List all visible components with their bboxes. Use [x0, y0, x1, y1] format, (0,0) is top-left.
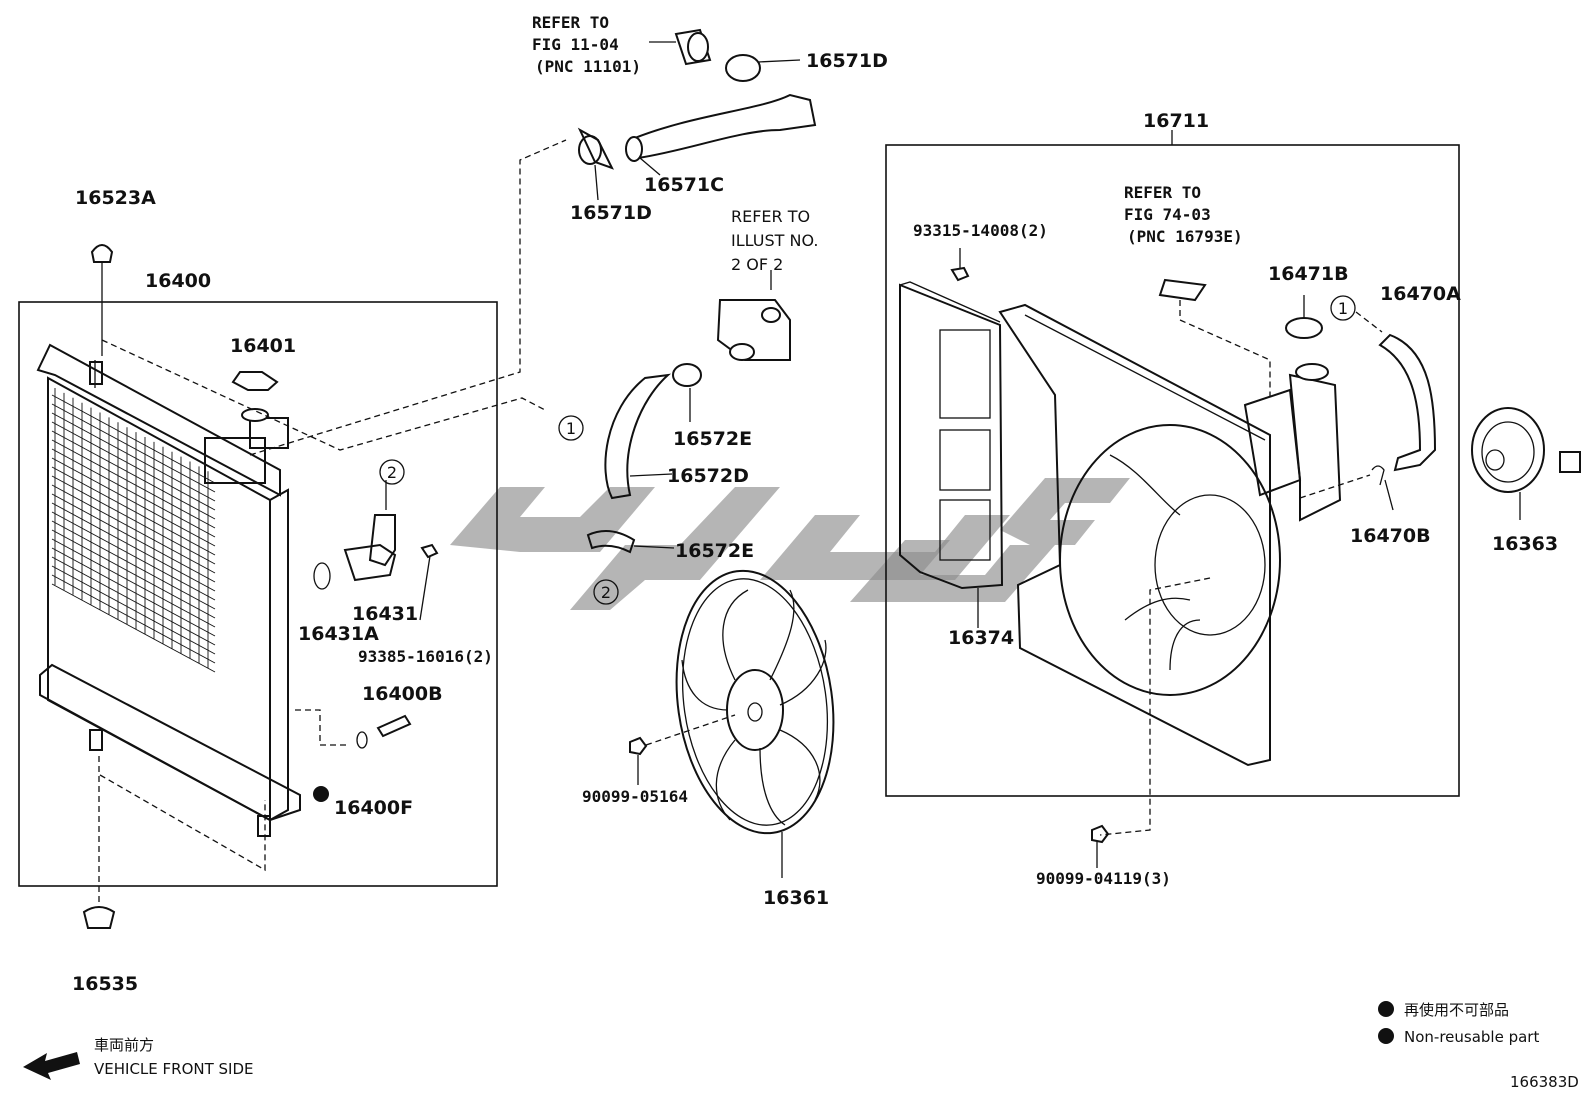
label-16400: 16400 [145, 270, 211, 292]
svg-text:REFER TO: REFER TO [1124, 183, 1201, 202]
radiator-lower-cushion-icon [82, 756, 116, 929]
label-16711: 16711 [1143, 110, 1209, 132]
legend: 再使用不可部品 Non-reusable part [1378, 1001, 1539, 1046]
radiator-assembly-box [18, 301, 498, 887]
svg-text:REFER TO: REFER TO [532, 13, 609, 32]
label-16363: 16363 [1492, 533, 1558, 555]
part-labels: 16523A 16400 16401 16431 16431A 93385-16… [72, 50, 1558, 995]
svg-text:2 OF 2: 2 OF 2 [731, 255, 783, 274]
lower-hose-icon [586, 363, 702, 554]
marker-2-left: 2 [379, 459, 405, 485]
label-16571C: 16571C [644, 174, 724, 196]
label-16470A: 16470A [1380, 283, 1461, 305]
drain-cock-icon [295, 709, 412, 749]
svg-text:ILLUST NO.: ILLUST NO. [731, 231, 818, 250]
front-en: VEHICLE FRONT SIDE [94, 1060, 254, 1078]
legend-dot-icon [1378, 1001, 1394, 1017]
label-16523A: 16523A [75, 187, 156, 209]
label-16374: 16374 [948, 627, 1014, 649]
figure-id: 166383D [1510, 1073, 1579, 1091]
svg-text:REFER TO: REFER TO [731, 207, 810, 226]
reserve-tank-cap-icon [1285, 295, 1323, 339]
fan-nut-icon [629, 714, 736, 785]
label-16471B: 16471B [1268, 263, 1349, 285]
svg-text:FIG 74-03: FIG 74-03 [1124, 205, 1211, 224]
svg-text:(PNC 16793E): (PNC 16793E) [1127, 227, 1243, 246]
svg-text:(PNC 11101): (PNC 11101) [535, 57, 641, 76]
label-16571D-top: 16571D [806, 50, 888, 72]
radiator-inlet-pipe-icon [313, 514, 439, 621]
label-93315-14008: 93315-14008(2) [913, 221, 1048, 240]
cooling-fan-icon [675, 569, 835, 835]
marker-1-right: 1 [1330, 295, 1356, 321]
label-16401: 16401 [230, 335, 296, 357]
svg-text:2: 2 [387, 463, 397, 482]
front-jp: 車両前方 [94, 1036, 154, 1054]
watermark-logo [450, 478, 1130, 610]
marker-1-left: 1 [558, 415, 584, 441]
fan-motor-icon [1471, 407, 1581, 520]
label-16361: 16361 [763, 887, 829, 909]
water-outlet-icon [716, 270, 791, 361]
legend-en: Non-reusable part [1404, 1028, 1539, 1046]
radiator-cap-icon [231, 371, 279, 391]
label-16431: 16431 [352, 603, 418, 625]
arrow-left-icon [23, 1052, 80, 1080]
svg-text:2: 2 [601, 583, 611, 602]
marker-2-middle: 2 [593, 579, 619, 605]
svg-text:FIG 11-04: FIG 11-04 [532, 35, 619, 54]
radiator-support-cushion-icon [90, 244, 114, 356]
upper-hose-icon [577, 28, 817, 201]
label-93385-16016: 93385-16016(2) [358, 647, 493, 666]
ref-illust-2-of-2: REFER TO ILLUST NO. 2 OF 2 [731, 207, 818, 274]
radiator-core [36, 343, 301, 837]
non-reusable-dot-icon [313, 786, 329, 802]
svg-text:1: 1 [566, 419, 576, 438]
legend-dot-icon [1378, 1028, 1394, 1044]
shroud-seal-icon [899, 248, 1004, 628]
svg-text:1: 1 [1338, 299, 1348, 318]
ref-fig-11-04: REFER TO FIG 11-04 (PNC 11101) [532, 13, 641, 76]
ref-fig-74-03: REFER TO FIG 74-03 (PNC 16793E) [1124, 183, 1243, 246]
label-90099-05164: 90099-05164 [582, 787, 688, 806]
label-16572E-bottom: 16572E [675, 540, 754, 562]
label-16470B: 16470B [1350, 525, 1431, 547]
vehicle-front-indicator: 車両前方 VEHICLE FRONT SIDE [23, 1036, 254, 1080]
reserve-tank-hose-icon [1299, 311, 1437, 511]
label-16400B: 16400B [362, 683, 443, 705]
label-90099-04119: 90099-04119(3) [1036, 869, 1171, 888]
label-16535: 16535 [72, 973, 138, 995]
label-16431A: 16431A [298, 623, 379, 645]
fan-shroud-icon [998, 278, 1342, 868]
legend-jp: 再使用不可部品 [1404, 1001, 1509, 1019]
label-16400F: 16400F [334, 797, 413, 819]
label-16571D-bottom: 16571D [570, 202, 652, 224]
label-16572E-top: 16572E [673, 428, 752, 450]
label-16572D: 16572D [667, 465, 749, 487]
